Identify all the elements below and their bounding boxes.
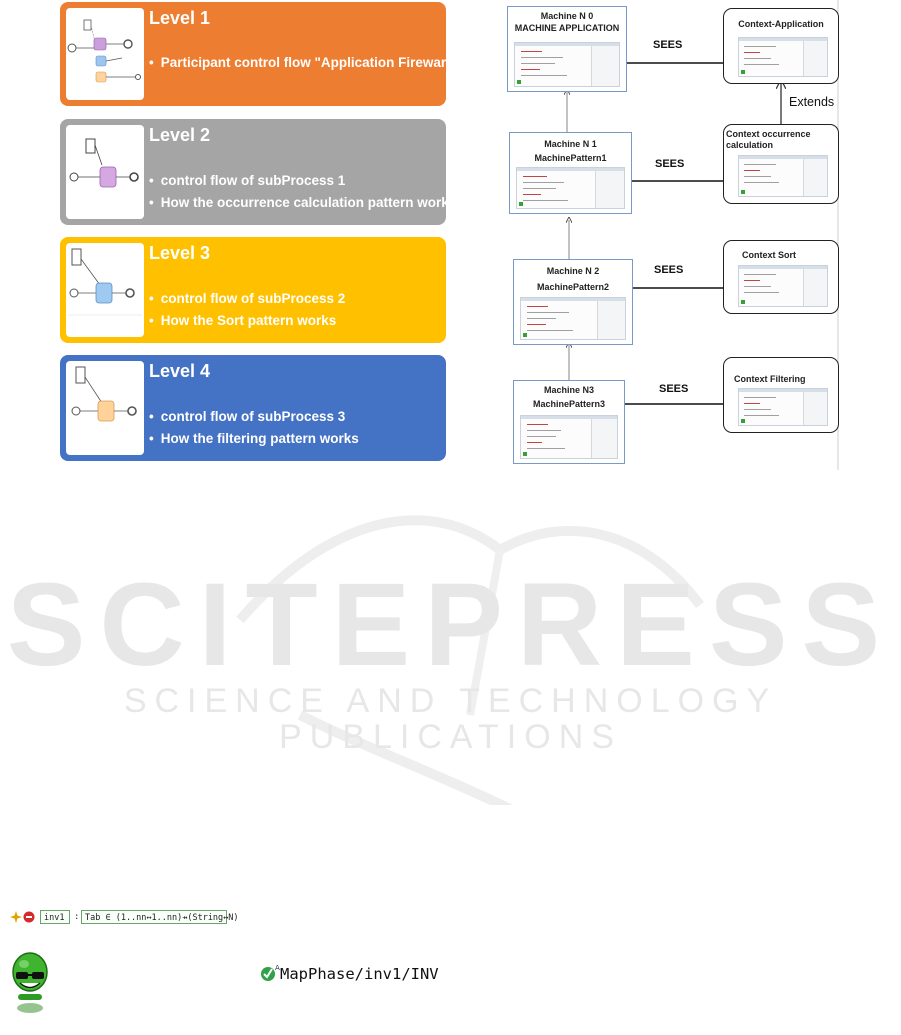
level-1-bullet-1: Participant control flow "Application Fi… (149, 52, 460, 74)
level-1-thumbnail (66, 8, 144, 100)
context-box-0: Context-Application (723, 8, 839, 84)
machine-0-screenshot (514, 42, 620, 87)
level-4-bullet-2: How the filtering pattern works (149, 428, 359, 450)
invariant-colon: : (74, 912, 80, 922)
level-4-thumbnail (66, 361, 144, 455)
level-3-bullet-1: control flow of subProcess 2 (149, 288, 346, 310)
context-2-screenshot (738, 265, 828, 307)
proof-obligation-label[interactable]: MapPhase/inv1/INV (280, 965, 439, 983)
machine-box-0: Machine N 0 MACHINE APPLICATION (507, 6, 627, 92)
invariant-predicate-field[interactable]: Tab ∈ (1..nn↔1..nn)⇸(String↔N) (81, 910, 239, 924)
machine-box-1: Machine N 1 MachinePattern1 (509, 132, 632, 214)
machine-2-title: MachinePattern2 (536, 282, 610, 292)
level-2-bullet-1: control flow of subProcess 1 (149, 170, 456, 192)
sparkle-icon (10, 911, 22, 923)
process-diagram-icon (69, 138, 139, 188)
context-1-screenshot (738, 155, 828, 197)
level-card-4: Level 4 control flow of subProcess 3 How… (60, 355, 446, 461)
context-0-screenshot (738, 37, 828, 77)
machine-1-title: MachinePattern1 (534, 153, 607, 163)
green-smiley-icon (12, 952, 48, 1013)
sees-label-3: SEES (659, 383, 689, 395)
sees-label-2: SEES (654, 264, 684, 276)
error-icon (23, 911, 35, 923)
sees-label-0: SEES (653, 39, 683, 51)
level-4-title: Level 4 (149, 361, 211, 381)
invariant-name-field[interactable]: inv1 (40, 910, 70, 924)
process-diagram-icon (68, 248, 142, 316)
context-1-label: Context occurrence calculation (726, 129, 811, 150)
machine-3-name: Machine N3 (543, 385, 594, 395)
level-3-title: Level 3 (149, 243, 211, 263)
level-card-3: Level 3 control flow of subProcess 2 How… (60, 237, 446, 343)
machine-2-name: Machine N 2 (546, 266, 600, 276)
context-3-label: Context Filtering (734, 374, 806, 384)
process-diagram-icon (71, 366, 137, 422)
machine-1-screenshot (516, 167, 625, 209)
context-box-2: Context Sort (723, 240, 839, 314)
context-2-label: Context Sort (742, 250, 796, 260)
machine-0-name: Machine N 0 (540, 11, 594, 21)
sees-label-1: SEES (655, 158, 685, 170)
level-2-title: Level 2 (149, 125, 211, 145)
machine-3-title: MachinePattern3 (532, 399, 606, 409)
level-1-title: Level 1 (149, 8, 211, 28)
context-box-3: Context Filtering (723, 357, 839, 433)
machine-box-2: Machine N 2 MachinePattern2 (513, 259, 633, 345)
context-box-1: Context occurrence calculation (723, 124, 839, 204)
level-3-thumbnail (66, 243, 144, 337)
extends-label: Extends (789, 95, 835, 109)
process-diagram-icon (67, 19, 141, 83)
green-check-icon: A (261, 964, 280, 981)
level-4-bullet-1: control flow of subProcess 3 (149, 406, 359, 428)
context-3-screenshot (738, 388, 828, 426)
level-card-2: Level 2 control flow of subProcess 1 How… (60, 119, 456, 225)
level-2-bullet-2: How the occurrence calculation pattern w… (149, 192, 457, 214)
machine-2-screenshot (520, 297, 626, 340)
watermark-subtitle: SCIENCE AND TECHNOLOGY PUBLICATIONS (123, 682, 778, 756)
machine-3-screenshot (520, 415, 618, 459)
machine-box-3: Machine N3 MachinePattern3 (513, 380, 625, 464)
book-watermark-icon (236, 515, 704, 805)
svg-text:A: A (275, 964, 280, 972)
context-0-label: Context-Application (738, 19, 824, 29)
level-card-1: Level 1 Participant control flow "Applic… (60, 2, 460, 106)
machine-0-title: MACHINE APPLICATION (514, 23, 620, 33)
level-2-thumbnail (66, 125, 144, 219)
level-3-bullet-2: How the Sort pattern works (149, 310, 345, 332)
watermark-title: SCITEPRESS (6, 559, 895, 691)
machine-1-name: Machine N 1 (544, 139, 597, 149)
